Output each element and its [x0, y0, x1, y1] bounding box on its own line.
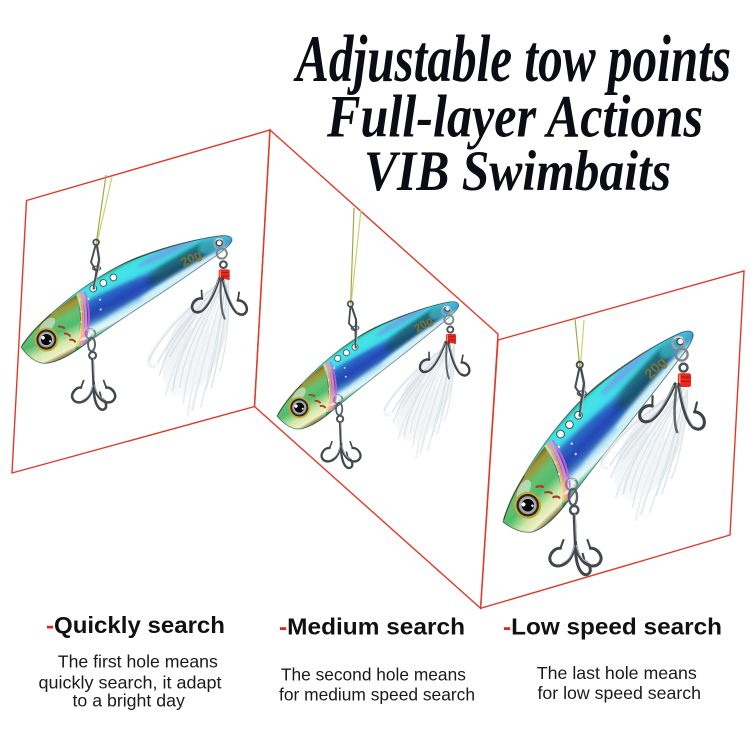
svg-text:Adjustable tow points: Adjustable tow points: [293, 22, 731, 96]
svg-text:for medium speed search: for medium speed search: [279, 685, 475, 705]
svg-text:for low speed search: for low speed search: [538, 683, 702, 703]
svg-text:-Quickly search: -Quickly search: [46, 612, 225, 638]
svg-text:The second hole means: The second hole means: [281, 665, 466, 685]
svg-text:The last hole means: The last hole means: [537, 663, 697, 683]
svg-text:Full-layer Actions: Full-layer Actions: [326, 84, 703, 150]
svg-text:VIB Swimbaits: VIB Swimbaits: [364, 140, 671, 203]
svg-text:-Low speed search: -Low speed search: [503, 614, 722, 640]
svg-text:quickly search, it adapt: quickly search, it adapt: [39, 673, 222, 693]
svg-text:to a bright day: to a bright day: [73, 691, 186, 711]
svg-text:The first hole means: The first hole means: [58, 652, 218, 672]
svg-text:-Medium search: -Medium search: [279, 614, 465, 640]
